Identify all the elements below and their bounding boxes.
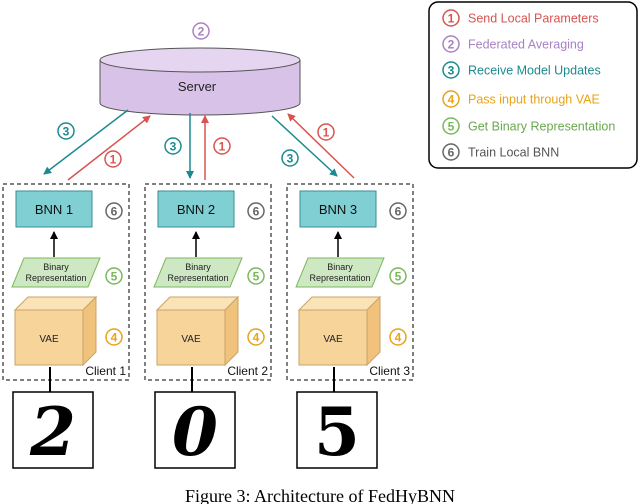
svg-text:4: 4 — [448, 93, 455, 107]
vae-label: VAE — [39, 334, 59, 345]
svg-text:1: 1 — [323, 126, 330, 140]
svg-text:Binary: Binary — [43, 262, 69, 272]
vae-cube: VAE — [297, 295, 382, 367]
legend-item-vae: 4 Pass input through VAE — [442, 90, 600, 108]
send-arrow-client-1 — [67, 115, 151, 181]
receive-arrow-client-1 — [43, 109, 129, 175]
bnn-box — [157, 190, 235, 228]
legend-text: Train Local BNN — [468, 146, 559, 160]
architecture-diagram: 2 Server 3 1 3 1 3 1 BNN 1 — [2, 1, 638, 471]
client-label: Client 3 — [369, 364, 410, 378]
svg-text:4: 4 — [253, 331, 260, 345]
svg-text:2: 2 — [448, 38, 455, 52]
legend-text: Pass input through VAE — [468, 93, 600, 107]
svg-text:6: 6 — [395, 205, 402, 219]
svg-text:6: 6 — [448, 146, 455, 160]
server-label: Server — [178, 79, 217, 94]
legend-text: Federated Averaging — [468, 38, 584, 52]
svg-text:3: 3 — [448, 64, 455, 78]
svg-text:1: 1 — [448, 12, 455, 26]
input-image-client-1: 2 — [12, 391, 94, 471]
input-image-client-2: 0 — [154, 391, 236, 471]
binary-representation-shape — [295, 257, 385, 288]
svg-text:Binary: Binary — [327, 262, 353, 272]
binary-step-badge: 5 — [389, 267, 407, 285]
receive-step-badge: 3 — [57, 122, 75, 140]
svg-text:Binary: Binary — [185, 262, 211, 272]
svg-text:6: 6 — [111, 205, 118, 219]
bnn-label: BNN 2 — [177, 202, 215, 217]
client-2: BNN 2 6 Binary Representation 5 VAE 4 Cl… — [144, 183, 272, 381]
step-number: 2 — [198, 25, 205, 39]
vae-cube: VAE — [13, 295, 98, 367]
svg-text:3: 3 — [287, 152, 294, 166]
vae-step-badge: 4 — [389, 328, 407, 346]
vae-cube: VAE — [155, 295, 240, 367]
train-step-badge: 6 — [389, 202, 407, 220]
legend-item-send: 1 Send Local Parameters — [442, 9, 599, 27]
digit-glyph: 5 — [314, 393, 360, 471]
legend-text: Receive Model Updates — [468, 64, 601, 78]
receive-step-badge: 3 — [281, 149, 299, 167]
client-label: Client 1 — [85, 364, 126, 378]
federated-averaging-step: 2 — [192, 22, 210, 40]
vae-label: VAE — [181, 334, 201, 345]
svg-text:3: 3 — [63, 125, 70, 139]
legend: 1 Send Local Parameters 2 Federated Aver… — [428, 1, 638, 169]
vae-label: VAE — [323, 334, 343, 345]
binary-representation-shape — [153, 257, 243, 288]
legend-item-average: 2 Federated Averaging — [442, 35, 584, 53]
svg-text:5: 5 — [448, 120, 455, 134]
bnn-label: BNN 3 — [319, 202, 357, 217]
svg-text:1: 1 — [219, 140, 226, 154]
svg-text:Representation: Representation — [25, 273, 86, 283]
server-node: Server — [99, 47, 301, 116]
legend-item-train: 6 Train Local BNN — [442, 143, 559, 161]
svg-text:5: 5 — [111, 270, 118, 284]
input-image-client-3: 5 — [296, 391, 378, 471]
binary-representation-shape — [11, 257, 101, 288]
legend-text: Get Binary Representation — [468, 120, 615, 134]
bnn-box — [15, 190, 93, 228]
svg-text:3: 3 — [170, 140, 177, 154]
svg-text:5: 5 — [253, 270, 260, 284]
svg-text:6: 6 — [253, 205, 260, 219]
send-arrow-client-3 — [287, 113, 355, 179]
train-step-badge: 6 — [247, 202, 265, 220]
send-step-badge: 1 — [104, 150, 122, 168]
svg-text:Representation: Representation — [167, 273, 228, 283]
digit-glyph: 2 — [29, 393, 76, 471]
svg-text:4: 4 — [395, 331, 402, 345]
svg-text:4: 4 — [111, 331, 118, 345]
receive-arrow-client-3 — [271, 115, 338, 177]
client-3: BNN 3 6 Binary Representation 5 VAE 4 Cl… — [286, 183, 414, 381]
send-step-badge: 1 — [317, 123, 335, 141]
digit-glyph: 0 — [172, 393, 218, 471]
figure-caption: Figure 3: Architecture of FedHyBNN — [185, 488, 455, 504]
binary-step-badge: 5 — [105, 267, 123, 285]
svg-text:1: 1 — [110, 153, 117, 167]
legend-text: Send Local Parameters — [468, 12, 599, 26]
vae-step-badge: 4 — [105, 328, 123, 346]
binary-step-badge: 5 — [247, 267, 265, 285]
legend-item-receive: 3 Receive Model Updates — [442, 61, 601, 79]
client-1: BNN 1 6 Binary Representation 5 VAE 4 Cl… — [2, 183, 130, 381]
receive-step-badge: 3 — [164, 137, 182, 155]
client-label: Client 2 — [227, 364, 268, 378]
legend-item-binary: 5 Get Binary Representation — [442, 117, 615, 135]
send-step-badge: 1 — [213, 137, 231, 155]
bnn-box — [299, 190, 377, 228]
train-step-badge: 6 — [105, 202, 123, 220]
bnn-label: BNN 1 — [35, 202, 73, 217]
svg-text:Representation: Representation — [309, 273, 370, 283]
svg-text:5: 5 — [395, 270, 402, 284]
vae-step-badge: 4 — [247, 328, 265, 346]
